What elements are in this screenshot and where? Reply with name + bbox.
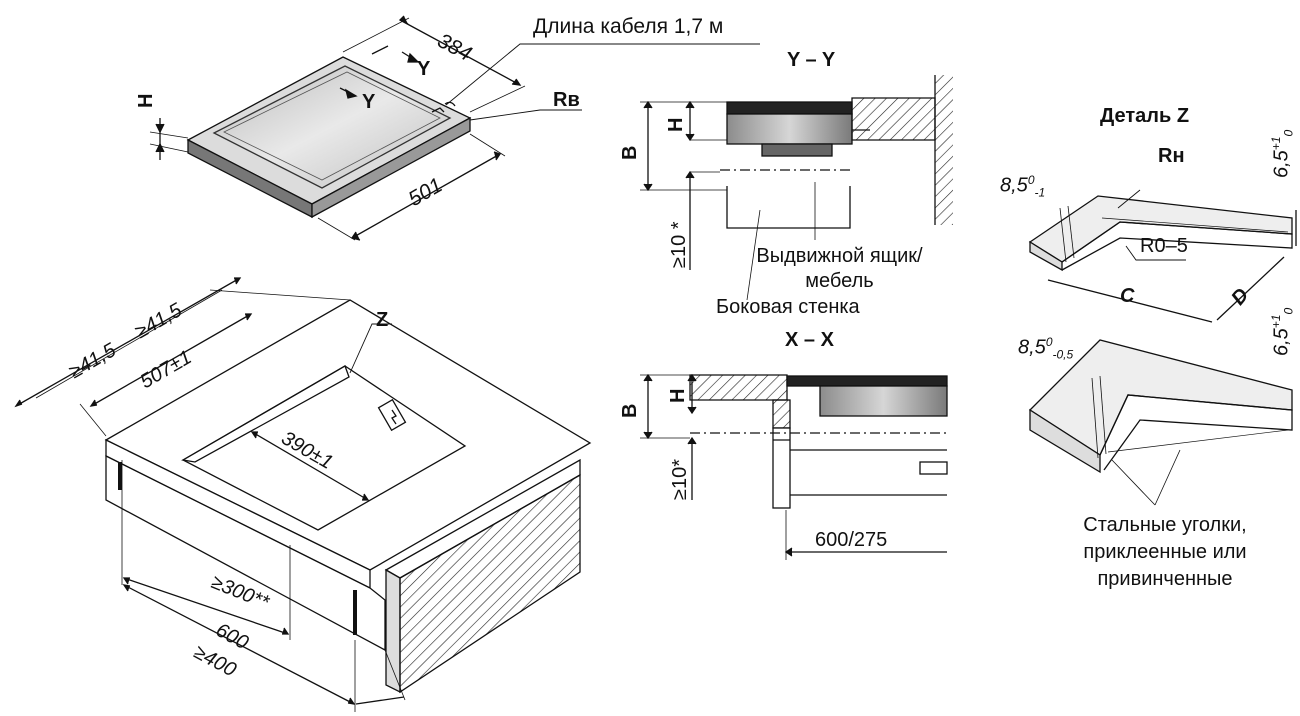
detail-z-label-rn: Rн [1158,145,1185,167]
section-yy-label-b: B [619,145,641,160]
detail-2-dim-85-sup: 0 [1045,335,1053,349]
detail-z-title: Деталь Z [1100,105,1190,127]
detail-z-dim-65-value: 6,5 [1270,150,1293,178]
detail-z-label-c: C [1120,285,1135,307]
detail-2-dim-65-sup: +1 [1269,314,1283,329]
section-yy-title: Y – Y [787,49,836,71]
section-yy-dim-10: ≥10 * [668,221,690,268]
section-yy-label-h: H [665,117,687,132]
detail-2-dim-85-tol: -0,5 [1052,347,1074,362]
detail-z-dim-85-tol: -1 [1034,185,1046,200]
cutout-label-z: Z [376,309,389,331]
detail-z-dim-85-value: 8,5 [1000,174,1028,197]
cutout-cabinet-3d [104,299,592,694]
detail-2-caption: Стальные уголки, приклеенные или привинч… [1083,514,1247,590]
detail-z-dim-65: 6,5+10 [1269,129,1296,178]
detail-z-dim-85: 8,50-1 [1000,174,1045,199]
section-yy-callout-drawer: Выдвижной ящик/мебель [756,245,923,292]
cable-length-label: Длина кабеля 1,7 м [533,15,724,38]
cooktop-3d [186,56,472,219]
detail-z-drawing [1028,189,1297,323]
section-yy-drawing [640,75,953,301]
detail-z-label-r05: R0–5 [1140,235,1188,257]
section-y-marker-1: Y [417,58,431,80]
section-xx-drawing [640,373,948,560]
detail-2-dim-85: 8,50-0,5 [1018,336,1073,361]
top-label-h: H [135,93,157,108]
detail-2-drawing [1028,339,1293,506]
detail-z-dim-85-sup: 0 [1027,173,1035,187]
detail-z-dim-65-sup: +1 [1269,136,1283,151]
detail-2-dim-65-sub: 0 [1281,307,1296,315]
detail-z-dim-65-sub: 0 [1281,129,1296,137]
detail-2-dim-85-value: 8,5 [1018,336,1046,359]
section-y-marker-2: Y [362,91,376,113]
section-xx-dim-10: ≥10* [669,458,691,500]
section-xx-title: X – X [785,329,834,351]
detail-2-dim-65-value: 6,5 [1270,328,1293,356]
section-xx-dim-600-275: 600/275 [815,529,888,551]
section-yy-callout-side: Боковая стенка [716,296,860,318]
section-xx-label-b: B [619,403,641,418]
detail-2-dim-65: 6,5+10 [1269,307,1296,356]
section-xx-label-h: H [667,388,689,403]
top-label-rv: Rв [553,89,580,111]
